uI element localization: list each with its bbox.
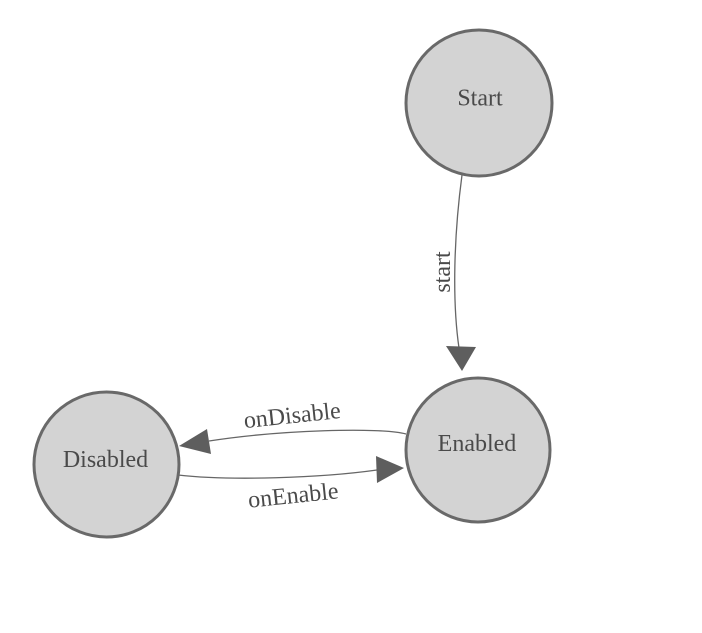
edge-onenable-line <box>177 469 378 479</box>
edge-enabled-to-disabled: onDisable <box>179 398 407 454</box>
node-disabled[interactable]: Disabled <box>32 390 181 539</box>
node-enabled-circle[interactable] <box>404 376 552 524</box>
edge-start-line <box>454 174 463 349</box>
node-enabled-label: Enabled <box>438 431 517 457</box>
edge-disabled-to-enabled: onEnable <box>177 456 404 514</box>
edge-onenable-label: onEnable <box>247 478 340 513</box>
edge-ondisable-line <box>208 429 407 442</box>
arrowhead-right-icon <box>376 456 404 483</box>
edge-start-to-enabled: start <box>430 174 476 371</box>
edge-start-label: start <box>430 251 456 293</box>
node-start-label: Start <box>457 86 503 112</box>
node-disabled-label: Disabled <box>63 447 148 473</box>
arrowhead-down-icon <box>446 346 476 371</box>
node-start-circle[interactable] <box>404 28 554 178</box>
node-disabled-circle[interactable] <box>32 390 181 539</box>
node-start[interactable]: Start <box>404 28 554 178</box>
arrowhead-left-icon <box>179 429 211 454</box>
node-enabled[interactable]: Enabled <box>404 376 552 524</box>
edge-ondisable-label: onDisable <box>243 398 342 434</box>
